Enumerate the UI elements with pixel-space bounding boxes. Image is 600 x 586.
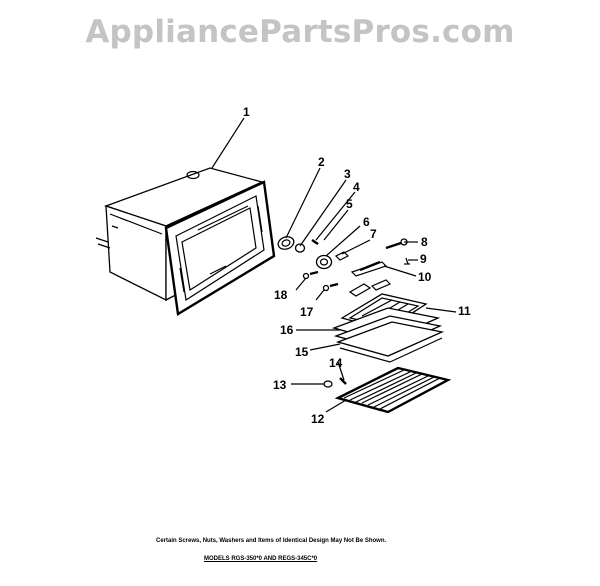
callout-10: 10 <box>418 270 432 284</box>
watermark-logo: AppliancePartsPros.com <box>85 14 515 50</box>
callout-9: 9 <box>420 252 427 266</box>
small-parts <box>277 236 410 297</box>
oven-cavity <box>95 167 276 316</box>
leader-lines <box>211 117 457 413</box>
models-caption: MODELS RGS-350*0 AND REGS-345C*0 <box>204 556 318 562</box>
callout-5: 5 <box>346 197 353 211</box>
callout-7: 7 <box>370 227 377 241</box>
callout-16: 16 <box>280 323 294 337</box>
callout-2: 2 <box>318 155 325 169</box>
callout-11: 11 <box>458 304 471 318</box>
oven-rack <box>323 366 452 414</box>
callout-15: 15 <box>295 345 309 359</box>
callout-4: 4 <box>353 180 360 194</box>
callout-13: 13 <box>273 378 287 392</box>
callout-6: 6 <box>363 215 370 229</box>
callout-14: 14 <box>329 356 343 370</box>
callout-17: 17 <box>300 305 314 319</box>
callout-8: 8 <box>421 235 428 249</box>
callout-3: 3 <box>344 167 351 181</box>
callout-1: 1 <box>243 105 250 119</box>
footnote-text: Certain Screws, Nuts, Washers and Items … <box>156 538 387 544</box>
callout-12: 12 <box>311 412 325 426</box>
rack-stack <box>331 307 445 363</box>
callout-labels: 1 2 3 4 5 6 7 8 9 10 11 12 13 14 15 16 1… <box>243 105 471 426</box>
callout-18: 18 <box>274 288 288 302</box>
